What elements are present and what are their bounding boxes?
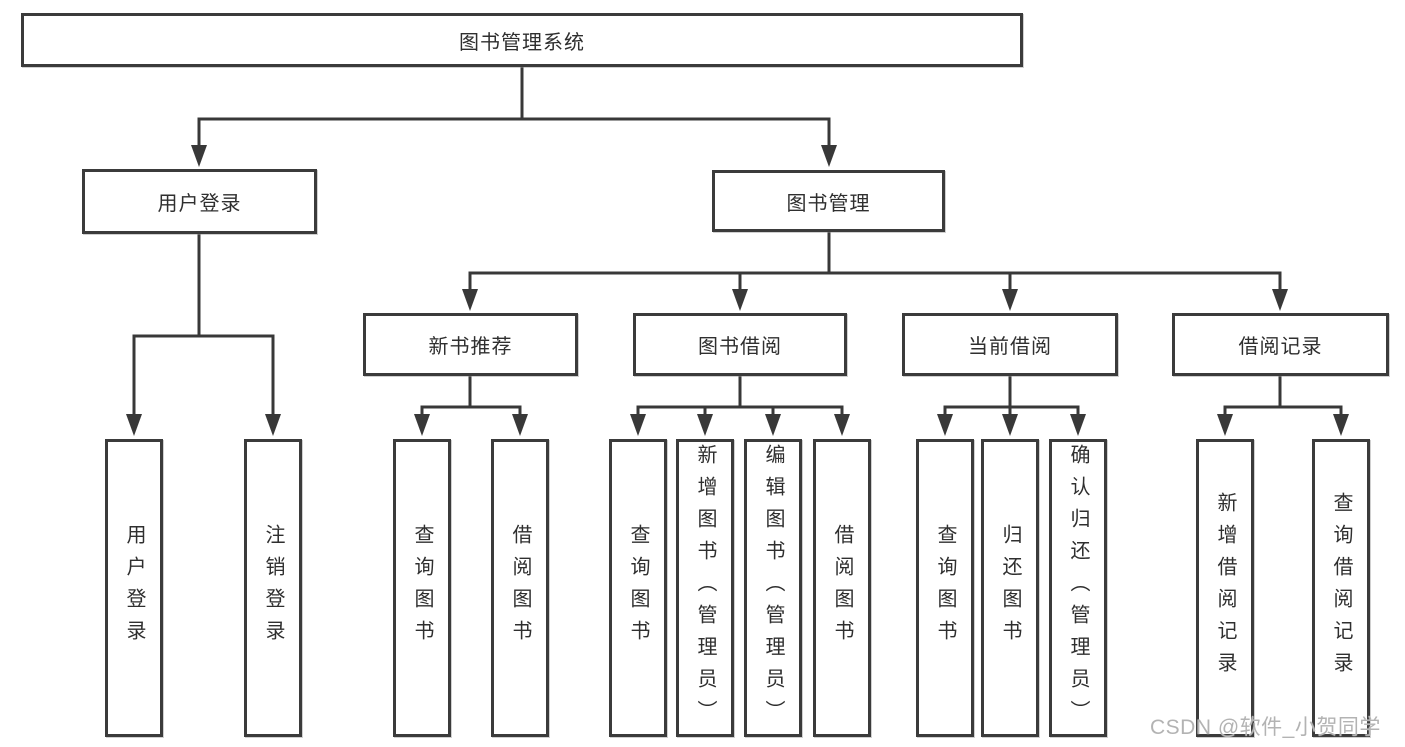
node-label: 归还图书 [999, 524, 1021, 652]
node-label: 查询图书 [934, 524, 956, 652]
leaf-query-books-borrow: 查询图书 [609, 439, 667, 737]
leaf-query-books-recommend: 查询图书 [393, 439, 451, 737]
node-root: 图书管理系统 [21, 13, 1023, 67]
node-label: 当前借阅 [968, 336, 1052, 358]
connector-new-book-recommend-to-leaves [414, 375, 528, 436]
node-label: 新增图书（管理员） [694, 444, 716, 732]
node-label: 借阅图书 [831, 524, 853, 652]
node-label: 图书管理 [786, 192, 871, 215]
connector-current-borrow-to-leaves [937, 375, 1086, 436]
node-new-book-recommend: 新书推荐 [363, 313, 578, 376]
leaf-confirm-return-admin: 确认归还（管理员） [1049, 439, 1107, 737]
leaf-add-borrow-record: 新增借阅记录 [1196, 439, 1254, 737]
node-label: 注销登录 [262, 524, 284, 652]
leaf-query-borrow-record: 查询借阅记录 [1312, 439, 1370, 737]
node-label: 新增借阅记录 [1214, 492, 1236, 684]
connector-user-login-to-leaves [126, 232, 281, 436]
node-label: 查询借阅记录 [1330, 492, 1352, 684]
node-label: 编辑图书（管理员） [762, 444, 784, 732]
watermark: CSDN @软件_小贺同学 [1150, 716, 1381, 739]
leaf-logout: 注销登录 [244, 439, 302, 737]
node-borrow-record: 借阅记录 [1172, 313, 1389, 376]
node-label: 确认归还（管理员） [1067, 444, 1089, 732]
node-label: 用户登录 [123, 524, 145, 652]
node-label: 新书推荐 [428, 336, 513, 358]
node-label: 查询图书 [411, 524, 433, 652]
node-label: 查询图书 [627, 524, 649, 652]
node-user-login: 用户登录 [82, 169, 317, 234]
leaf-add-books-admin: 新增图书（管理员） [676, 439, 734, 737]
node-label: 借阅图书 [509, 524, 531, 652]
leaf-query-books-current: 查询图书 [916, 439, 974, 737]
leaf-edit-books-admin: 编辑图书（管理员） [744, 439, 802, 737]
node-book-management: 图书管理 [712, 170, 945, 232]
node-root-label: 图书管理系统 [459, 31, 585, 54]
node-label: 用户登录 [157, 193, 242, 215]
connector-root-to-branches [191, 66, 837, 167]
connector-book-management-to-modules [462, 231, 1288, 311]
node-label: 借阅记录 [1238, 336, 1323, 358]
node-label: 图书借阅 [698, 336, 782, 358]
node-current-borrow: 当前借阅 [902, 313, 1118, 376]
leaf-return-books: 归还图书 [981, 439, 1039, 737]
leaf-user-login: 用户登录 [105, 439, 163, 737]
connector-book-borrow-to-leaves [630, 375, 850, 436]
leaf-borrow-books-recommend: 借阅图书 [491, 439, 549, 737]
leaf-borrow-books: 借阅图书 [813, 439, 871, 737]
connector-borrow-record-to-leaves [1217, 375, 1349, 436]
node-book-borrow: 图书借阅 [633, 313, 847, 376]
